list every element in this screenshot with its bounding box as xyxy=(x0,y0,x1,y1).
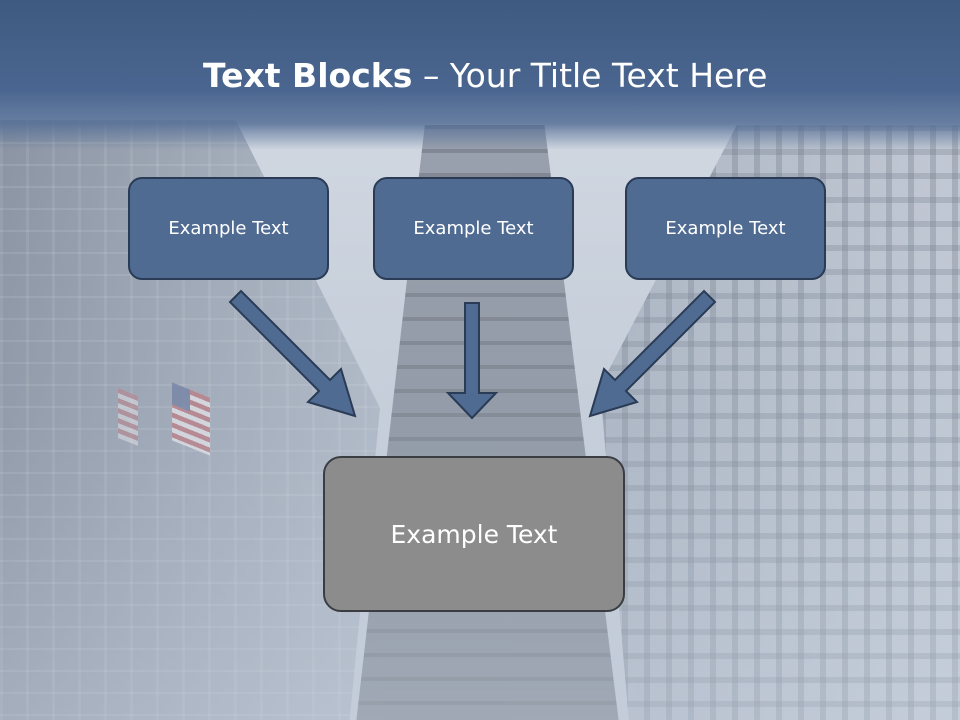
arrow-right[interactable] xyxy=(588,289,717,418)
arrow-left[interactable] xyxy=(228,289,357,418)
text-block-3-label: Example Text xyxy=(665,218,786,239)
text-block-1-label: Example Text xyxy=(168,218,289,239)
main-text-block-label: Example Text xyxy=(390,519,558,549)
slide-title[interactable]: Text Blocks – Your Title Text Here xyxy=(203,52,767,100)
arrow-center[interactable] xyxy=(445,302,499,420)
text-block-1[interactable]: Example Text xyxy=(128,177,329,280)
title-band xyxy=(0,0,960,150)
text-block-2-label: Example Text xyxy=(413,218,534,239)
text-block-2[interactable]: Example Text xyxy=(373,177,574,280)
title-rest-part: – Your Title Text Here xyxy=(412,56,768,95)
main-text-block[interactable]: Example Text xyxy=(323,456,625,612)
text-block-3[interactable]: Example Text xyxy=(625,177,826,280)
title-bold-part: Text Blocks xyxy=(203,56,413,95)
